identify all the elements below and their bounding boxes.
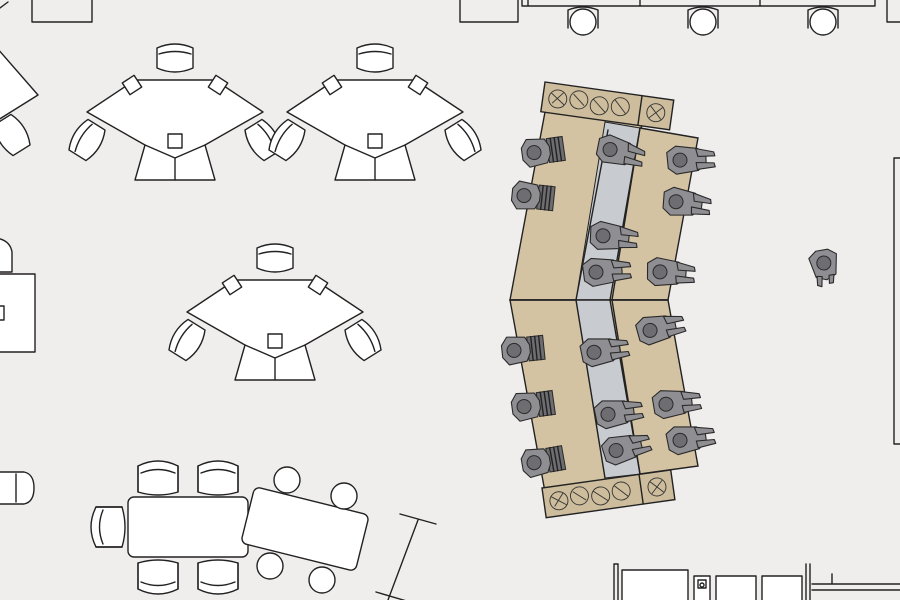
right-wall-panel bbox=[893, 157, 900, 445]
workstation-cluster-1 bbox=[64, 43, 286, 181]
bottom-right-furniture bbox=[613, 563, 900, 600]
top-wall-fragments bbox=[31, 0, 900, 23]
cafe-table bbox=[90, 460, 249, 595]
left-edge-desk bbox=[0, 238, 36, 505]
workstation-cluster-3 bbox=[164, 243, 386, 381]
workstation-cluster-2 bbox=[264, 43, 486, 181]
easel bbox=[375, 513, 437, 600]
workstation-cluster-partial bbox=[0, 1, 39, 157]
top-chairs bbox=[567, 6, 839, 36]
standing-person bbox=[808, 248, 837, 288]
stool-table bbox=[241, 466, 369, 594]
